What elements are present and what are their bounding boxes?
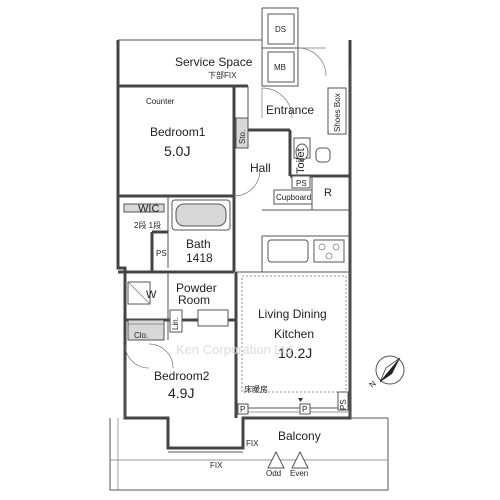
label-ps-left: PS [156,249,167,258]
label-p-right: P [302,405,307,414]
label-service-fix: 下部FIX [208,70,237,80]
label-wic-shelves: 2段 1段 [134,220,161,230]
label-bath-size: 1418 [186,251,213,265]
label-bedroom1: Bedroom1 [150,125,206,139]
label-balcony: Balcony [278,429,321,443]
label-wic: WIC [138,203,159,215]
label-fix-bottom: FIX [210,461,223,470]
label-north: N [368,379,378,390]
label-clo: Clo. [134,331,148,340]
label-w: W [146,289,157,301]
label-ldk-1: Living Dining [258,307,327,321]
label-counter: Counter [146,97,175,106]
label-cupboard: Cupboard [276,193,311,202]
label-r: R [324,187,332,199]
room-labels: Service Space 下部FIX DS MB Counter Entran… [134,25,348,478]
label-floor-heating: 床暖房 [244,384,268,394]
label-mb: MB [274,63,286,72]
label-toilet: Toilet [295,148,307,174]
label-lin: Lin. [171,317,180,330]
label-powder: Powder [176,281,217,295]
label-p-left: P [240,405,245,414]
label-powder-room: Room [178,293,210,307]
label-hall: Hall [250,161,271,175]
label-ps-upper: PS [296,179,307,188]
interior-walls [118,84,350,418]
label-bedroom2-size: 4.9J [168,385,194,401]
label-ldk-size: 10.2J [278,345,312,361]
label-entrance: Entrance [266,103,314,117]
fixtures [123,13,350,469]
outer-walls [109,7,389,491]
label-ps-balcony: PS [339,399,348,410]
label-fix-side: FIX [246,439,259,448]
label-ldk-2: Kitchen [274,327,314,341]
label-bedroom1-size: 5.0J [164,143,190,159]
label-sto: Sto. [238,130,247,144]
label-odd: Odd [266,469,281,478]
label-shoes-box: Shoes Box [333,93,342,132]
north-arrow-icon: N [368,355,405,390]
label-even: Even [290,469,308,478]
label-bath: Bath [186,237,211,251]
watermark: Ken Corporation Ltd [176,342,292,357]
label-bedroom2: Bedroom2 [154,369,210,383]
label-service-space: Service Space [175,55,253,69]
label-ds: DS [275,25,286,34]
